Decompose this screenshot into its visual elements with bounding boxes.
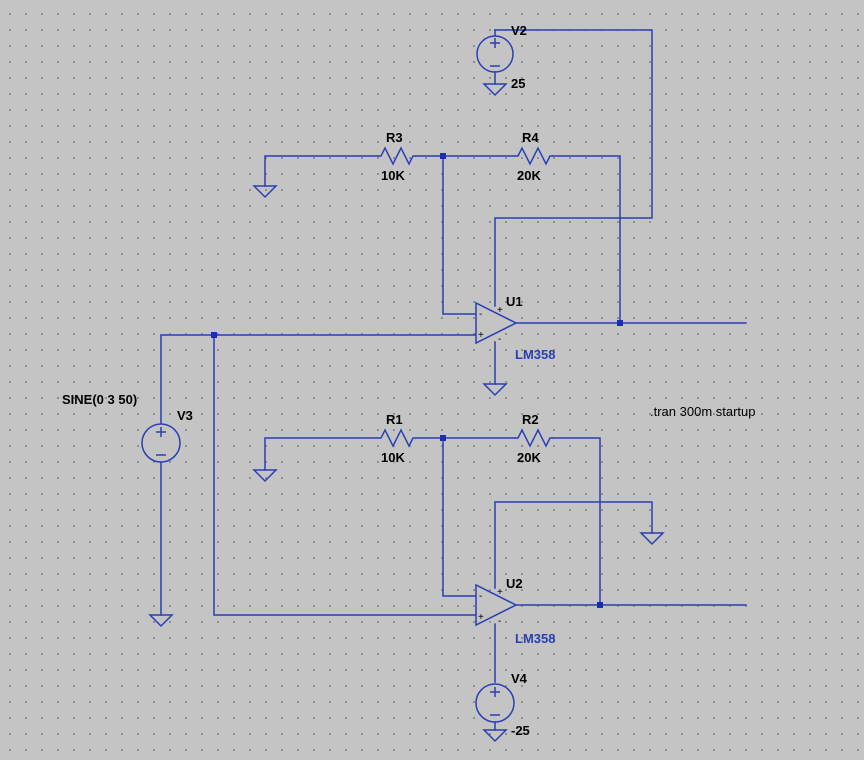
r3-value-label[interactable]: 10K — [381, 168, 405, 183]
u1-minus-pin: - — [479, 309, 482, 320]
v2-value-label[interactable]: 25 — [511, 76, 525, 91]
ground-icon — [482, 383, 508, 397]
u2-vplus-pin: + — [497, 587, 503, 598]
r2-value-label[interactable]: 20K — [517, 450, 541, 465]
u1-vplus-pin: + — [497, 305, 503, 316]
resistor-r4[interactable] — [514, 146, 553, 166]
resistor-r3[interactable] — [377, 146, 416, 166]
r1-value-label[interactable]: 10K — [381, 450, 405, 465]
junction-dot — [617, 320, 623, 326]
ground-icon — [639, 532, 665, 546]
voltage-source-v3[interactable] — [141, 423, 181, 463]
wires — [160, 29, 747, 683]
v4-value-label[interactable]: -25 — [511, 723, 530, 738]
u2-vminus-pin: - — [498, 616, 501, 627]
resistor-r1[interactable] — [377, 428, 416, 448]
ground-icon — [252, 185, 278, 199]
ground-icon — [252, 469, 278, 483]
ground-icon — [482, 729, 508, 743]
opamp-u1[interactable]: - + + - — [475, 301, 518, 345]
wire-u2-feedback[interactable] — [442, 437, 477, 597]
spice-directive[interactable]: .tran 300m startup — [650, 404, 756, 419]
wire-input-u2[interactable] — [213, 334, 477, 616]
v3-value-label[interactable]: SINE(0 3 50) — [62, 392, 137, 407]
wire-r1-ground[interactable] — [264, 437, 378, 471]
junction-dot — [211, 332, 217, 338]
u2-name-label[interactable]: U2 — [506, 576, 523, 591]
r4-name-label[interactable]: R4 — [522, 130, 539, 145]
junction-dot — [440, 435, 446, 441]
r2-name-label[interactable]: R2 — [522, 412, 539, 427]
voltage-source-v4[interactable] — [475, 683, 515, 731]
u1-vminus-pin: - — [498, 334, 501, 345]
wire-u1-feedback[interactable] — [442, 155, 477, 315]
u2-minus-pin: - — [479, 591, 482, 602]
v4-name-label[interactable]: V4 — [511, 671, 528, 686]
r3-name-label[interactable]: R3 — [386, 130, 403, 145]
opamp-u2[interactable]: - + + - — [475, 583, 518, 627]
wire-r4-out1[interactable] — [552, 155, 621, 324]
junction-dot — [597, 602, 603, 608]
u2-model-label[interactable]: LM358 — [515, 631, 555, 646]
v2-name-label[interactable]: V2 — [511, 23, 527, 38]
u2-plus-pin: + — [478, 612, 484, 623]
wire-r2-out2[interactable] — [552, 437, 601, 606]
u1-name-label[interactable]: U1 — [506, 294, 523, 309]
wire-v2-supply[interactable] — [494, 29, 653, 307]
r1-name-label[interactable]: R1 — [386, 412, 403, 427]
u1-plus-pin: + — [478, 330, 484, 341]
voltage-source-v2[interactable] — [476, 29, 514, 85]
wire-u2-supply[interactable] — [494, 501, 653, 589]
ground-icon — [482, 83, 508, 97]
junction-dot — [440, 153, 446, 159]
wire-input-net[interactable] — [160, 334, 477, 424]
wire-r3-ground[interactable] — [264, 155, 378, 187]
r4-value-label[interactable]: 20K — [517, 168, 541, 183]
ground-icon — [148, 614, 174, 628]
resistor-r2[interactable] — [514, 428, 553, 448]
u1-model-label[interactable]: LM358 — [515, 347, 555, 362]
v3-name-label[interactable]: V3 — [177, 408, 193, 423]
